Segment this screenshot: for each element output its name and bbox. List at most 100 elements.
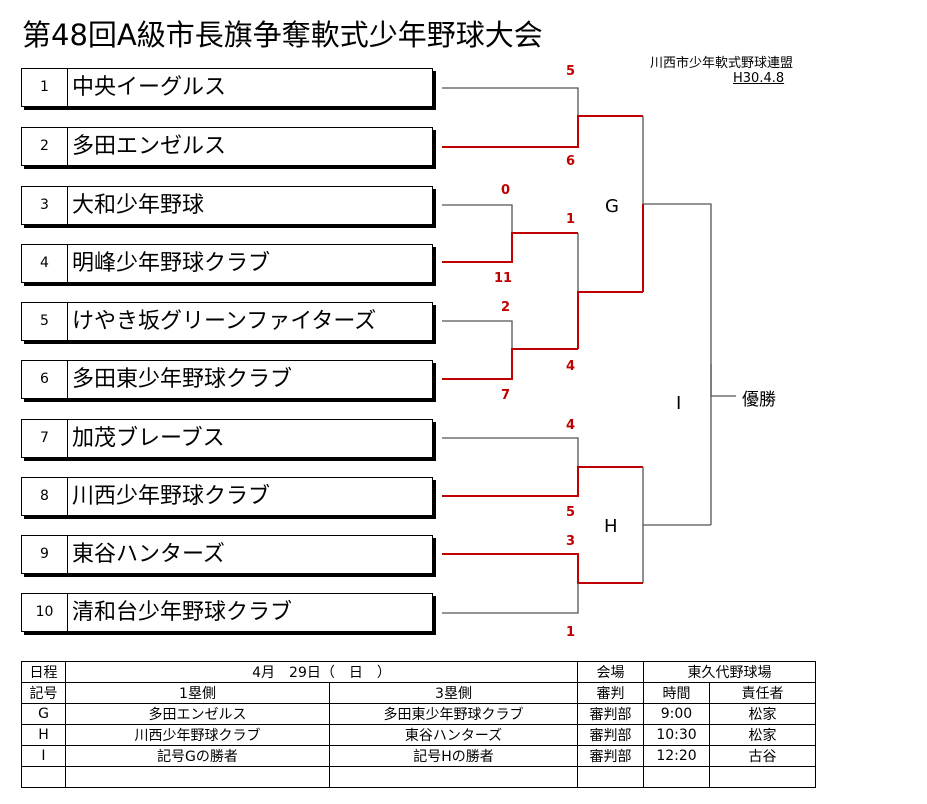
score: 4 [566,418,576,433]
score: 6 [566,154,576,169]
team-box: 1 中央イーグルス [21,68,433,107]
venue-label: 会場 [577,661,644,683]
bracket-line-winner [442,232,578,263]
team-box: 5 けやき坂グリーンファイターズ [21,302,433,341]
team-name: 多田エンゼルス [72,134,227,159]
table-cell: 東谷ハンターズ [329,724,578,746]
score: 11 [494,271,513,286]
table-cell: 審判部 [577,703,644,725]
team-name: 大和少年野球 [72,193,205,218]
team-box: 7 加茂ブレーブス [21,419,433,458]
table-cell: 9:00 [643,703,710,725]
bracket-line-winner [442,115,643,148]
tournament-bracket [442,87,736,614]
table-header-row: 記号 1塁側 3塁側 審判 時間 責任者 [21,682,816,704]
match-label-g: G [605,196,619,217]
table-cell: 審判部 [577,745,644,767]
table-cell: H [21,724,66,746]
table-row: 日程 4月 29日（ 日 ） 会場 東久代野球場 [21,661,816,683]
bracket-line-winner [442,553,643,584]
table-cell: I [21,745,66,767]
bracket-line [442,204,513,233]
column-header: 責任者 [709,682,816,704]
table-row: I 記号Gの勝者 記号Hの勝者 審判部 12:20 古谷 [21,745,816,767]
table-cell: 多田エンゼルス [65,703,330,725]
team-box: 3 大和少年野球 [21,186,433,225]
bracket-line-winner [442,348,578,380]
team-box: 9 東谷ハンターズ [21,535,433,574]
team-name: けやき坂グリーンファイターズ [72,309,377,334]
document-date: H30.4.8 [733,71,785,86]
bracket-line-winner [442,466,643,497]
table-cell [643,766,710,788]
table-cell [329,766,578,788]
team-box: 10 清和台少年野球クラブ [21,593,433,632]
schedule-table: 日程 4月 29日（ 日 ） 会場 東久代野球場 記号 1塁側 3塁側 審判 時… [21,661,816,788]
team-box: 4 明峰少年野球クラブ [21,244,433,283]
schedule-date: 4月 29日（ 日 ） [65,661,578,683]
score: 7 [501,388,511,403]
bracket-line [710,364,736,397]
column-header: 1塁側 [65,682,330,704]
team-box: 2 多田エンゼルス [21,127,433,166]
column-header: 審判 [577,682,644,704]
table-row-empty [21,766,816,788]
score: 0 [501,183,511,198]
bracket-line [642,116,712,525]
table-cell [709,766,816,788]
table-cell: 10:30 [643,724,710,746]
team-number: 5 [22,303,68,340]
score: 2 [501,300,511,315]
team-number: 3 [22,187,68,224]
table-row: H 川西少年野球クラブ 東谷ハンターズ 審判部 10:30 松家 [21,724,816,746]
team-number: 2 [22,128,68,165]
team-number: 8 [22,478,68,515]
team-name: 中央イーグルス [72,75,227,100]
column-header: 3塁側 [329,682,578,704]
team-name: 加茂ブレーブス [72,426,225,451]
team-name: 川西少年野球クラブ [72,484,271,509]
bracket-line [442,437,579,467]
score: 1 [566,212,576,227]
organizer: 川西市少年軟式野球連盟 [650,56,794,71]
table-cell: 記号Gの勝者 [65,745,330,767]
table-cell: 多田東少年野球クラブ [329,703,578,725]
champion-label: 優勝 [742,390,776,410]
bracket-line [442,583,579,614]
team-box: 6 多田東少年野球クラブ [21,360,433,399]
team-number: 9 [22,536,68,573]
bracket-line [442,87,579,116]
table-cell: 松家 [709,703,816,725]
team-name: 明峰少年野球クラブ [72,251,271,276]
table-cell [577,766,644,788]
bracket-line [442,320,513,349]
team-name: 清和台少年野球クラブ [72,600,293,625]
score: 4 [566,359,576,374]
team-number: 6 [22,361,68,398]
table-cell: 川西少年野球クラブ [65,724,330,746]
score: 5 [566,505,576,520]
table-cell: 古谷 [709,745,816,767]
score: 5 [566,64,576,79]
match-label-i: I [676,393,682,414]
team-box: 8 川西少年野球クラブ [21,477,433,516]
table-cell: 審判部 [577,724,644,746]
bracket-line-winner [577,291,643,349]
team-name: 多田東少年野球クラブ [72,367,293,392]
table-cell: 記号Hの勝者 [329,745,578,767]
table-row: G 多田エンゼルス 多田東少年野球クラブ 審判部 9:00 松家 [21,703,816,725]
team-number: 4 [22,245,68,282]
table-cell: 松家 [709,724,816,746]
schedule-label: 日程 [21,661,66,683]
match-label-h: H [604,516,618,537]
bracket-line [642,467,711,526]
team-number: 1 [22,69,68,106]
table-cell [65,766,330,788]
team-name: 東谷ハンターズ [72,542,225,567]
table-cell: 12:20 [643,745,710,767]
score: 1 [566,625,576,640]
table-cell: G [21,703,66,725]
team-number: 7 [22,420,68,457]
page-title: 第48回A級市長旗争奪軟式少年野球大会 [22,18,543,52]
score: 3 [566,534,576,549]
